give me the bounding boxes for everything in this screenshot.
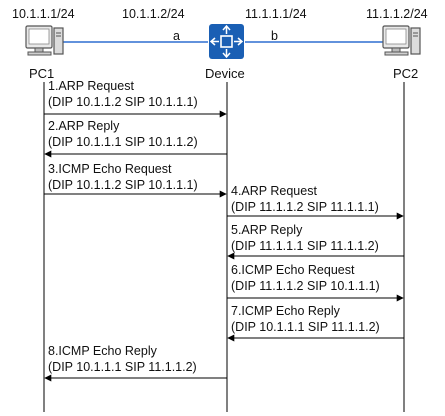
message-6-title: 6.ICMP Echo Request: [231, 263, 355, 277]
pc2-icon: [382, 25, 421, 56]
message-6-detail: (DIP 11.1.1.2 SIP 10.1.1.1): [231, 279, 380, 293]
message-2-label: 2.ARP Reply (DIP 10.1.1.1 SIP 10.1.1.2): [48, 118, 198, 150]
message-5-label: 5.ARP Reply (DIP 11.1.1.1 SIP 11.1.1.2): [231, 222, 379, 254]
message-2-detail: (DIP 10.1.1.1 SIP 10.1.1.2): [48, 135, 198, 149]
link-b-label: b: [271, 29, 278, 43]
message-1-title: 1.ARP Request: [48, 79, 134, 93]
message-1-label: 1.ARP Request (DIP 10.1.1.2 SIP 10.1.1.1…: [48, 78, 198, 110]
message-4-label: 4.ARP Request (DIP 11.1.1.2 SIP 11.1.1.1…: [231, 183, 379, 215]
device-name: Device: [205, 66, 245, 81]
link-a-label: a: [173, 29, 180, 43]
pc1-name: PC1: [29, 66, 55, 81]
device-icon: [209, 24, 244, 59]
device-if-a-ip-label: 10.1.1.2/24: [122, 7, 185, 21]
message-3-detail: (DIP 10.1.1.2 SIP 10.1.1.1): [48, 178, 198, 192]
pc2-ip-label: 11.1.1.2/24: [366, 7, 428, 21]
message-5-detail: (DIP 11.1.1.1 SIP 11.1.1.2): [231, 239, 379, 253]
pc1-icon: [25, 25, 64, 56]
message-8-title: 8.ICMP Echo Reply: [48, 344, 157, 358]
message-7-label: 7.ICMP Echo Reply (DIP 10.1.1.1 SIP 11.1…: [231, 303, 380, 335]
pc1-ip-label: 10.1.1.1/24: [12, 7, 75, 21]
pc2-name: PC2: [393, 66, 419, 81]
device-if-b-ip-label: 11.1.1.1/24: [245, 7, 307, 21]
message-3-label: 3.ICMP Echo Request (DIP 10.1.1.2 SIP 10…: [48, 161, 198, 193]
message-8-label: 8.ICMP Echo Reply (DIP 10.1.1.1 SIP 11.1…: [48, 343, 197, 375]
message-7-title: 7.ICMP Echo Reply: [231, 304, 340, 318]
message-8-detail: (DIP 10.1.1.1 SIP 11.1.1.2): [48, 360, 197, 374]
message-1-detail: (DIP 10.1.1.2 SIP 10.1.1.1): [48, 95, 198, 109]
message-3-title: 3.ICMP Echo Request: [48, 162, 172, 176]
message-6-label: 6.ICMP Echo Request (DIP 11.1.1.2 SIP 10…: [231, 262, 380, 294]
message-7-detail: (DIP 10.1.1.1 SIP 11.1.1.2): [231, 320, 380, 334]
message-4-title: 4.ARP Request: [231, 184, 317, 198]
message-5-title: 5.ARP Reply: [231, 223, 303, 237]
message-2-title: 2.ARP Reply: [48, 119, 120, 133]
message-4-detail: (DIP 11.1.1.2 SIP 11.1.1.1): [231, 200, 379, 214]
